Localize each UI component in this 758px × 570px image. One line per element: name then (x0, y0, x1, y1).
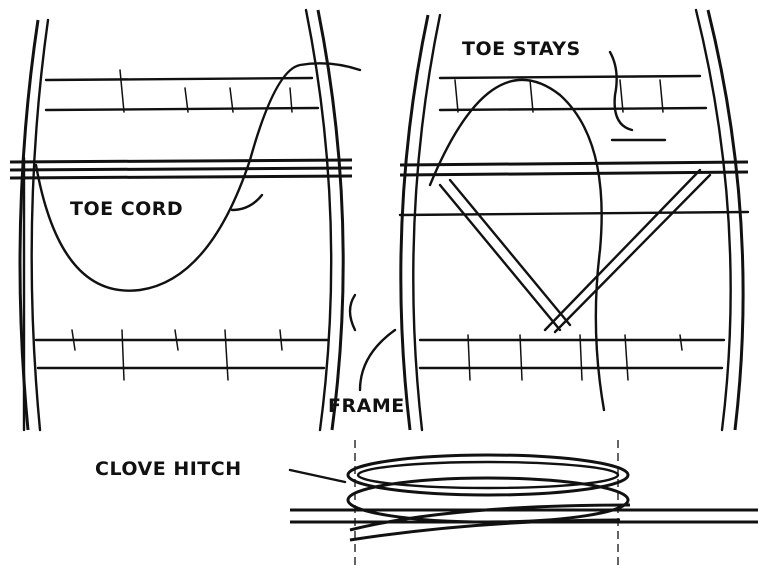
toe-stays-label: TOE STAYS (462, 38, 581, 60)
frame-arrow-right (358, 328, 397, 392)
frame-label: FRAME (328, 395, 405, 417)
toe-cord-label: TOE CORD (70, 198, 184, 220)
left-frame-outer-right (316, 9, 345, 431)
clove-hitch-detail (288, 440, 758, 565)
right-frame-outer-right (706, 9, 745, 431)
right-snowshoe-panel (348, 8, 750, 432)
clove-hitch-label: CLOVE HITCH (95, 458, 242, 480)
right-frame-outer-left (399, 14, 430, 431)
toe-cord-arrow (230, 193, 264, 212)
toe-stays-arrow (608, 50, 634, 132)
left-snowshoe-panel (9, 8, 362, 432)
frame-arrow-left (348, 293, 357, 332)
clove-hitch-arrow (288, 468, 347, 484)
